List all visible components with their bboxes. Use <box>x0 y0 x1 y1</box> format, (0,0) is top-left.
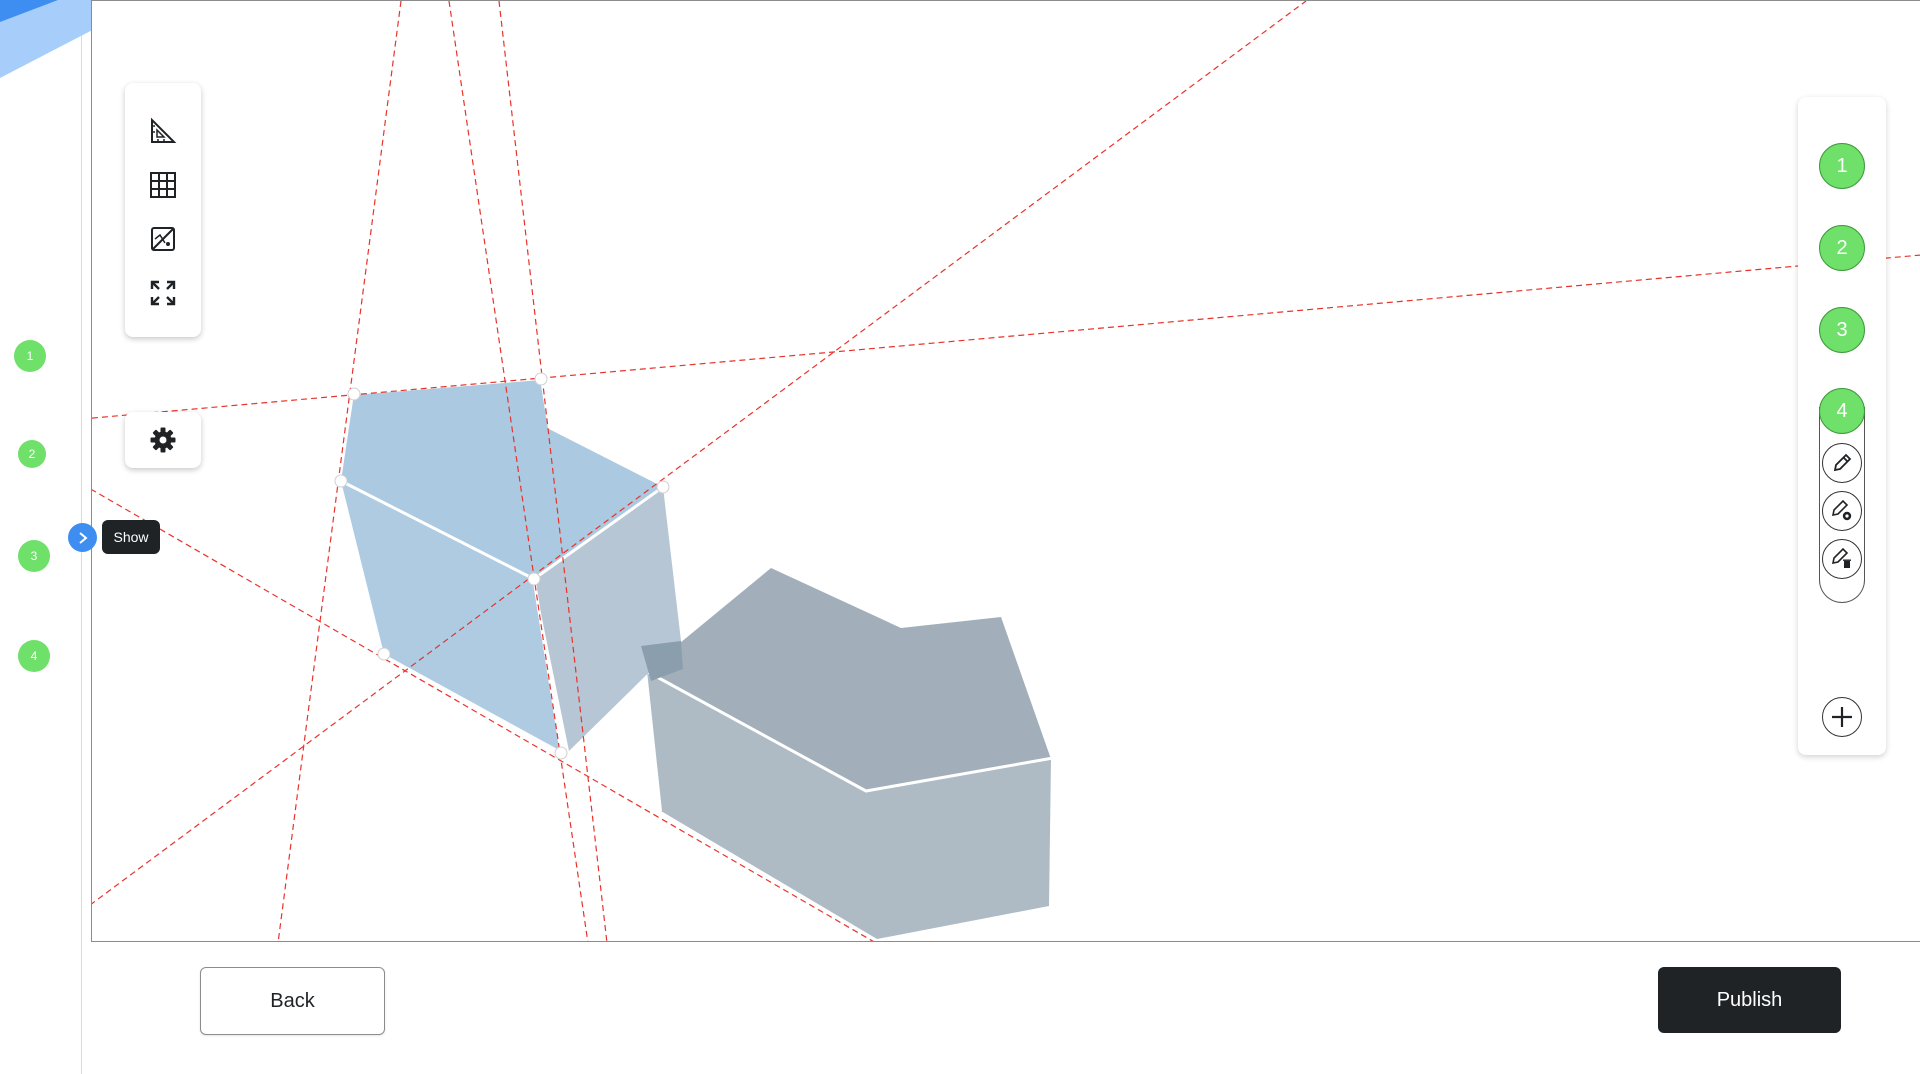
show-panel-button[interactable] <box>68 523 97 552</box>
pencil-settings-icon <box>1831 499 1852 521</box>
step-4-actions <box>1819 407 1865 603</box>
plus-icon <box>1832 707 1852 727</box>
rail-step-1[interactable]: 1 <box>14 340 46 372</box>
step-4-button[interactable]: 4 <box>1819 388 1865 434</box>
back-button[interactable]: Back <box>200 967 385 1035</box>
canvas-toolbox <box>125 83 201 337</box>
rail-step-3[interactable]: 3 <box>18 540 50 572</box>
step-1-button[interactable]: 1 <box>1819 143 1865 189</box>
gear-icon <box>150 427 176 453</box>
grid-icon[interactable] <box>143 165 183 205</box>
blue-block[interactable] <box>340 378 683 752</box>
rail-step-2[interactable]: 2 <box>18 440 46 468</box>
step-2-button[interactable]: 2 <box>1819 225 1865 271</box>
publish-button[interactable]: Publish <box>1658 967 1841 1033</box>
chevron-right-icon <box>78 531 88 544</box>
settings-button[interactable] <box>125 412 201 468</box>
edit-step-button[interactable] <box>1822 443 1862 483</box>
perspective-guides <box>92 1 1920 941</box>
add-step-button[interactable] <box>1822 697 1862 737</box>
canvas-drawing <box>92 1 1920 941</box>
step-settings-button[interactable] <box>1822 491 1862 531</box>
steps-panel: 1 2 3 4 <box>1798 97 1886 755</box>
pencil-icon <box>1833 453 1852 472</box>
rail-step-4[interactable]: 4 <box>18 640 50 672</box>
show-tooltip: Show <box>102 520 160 554</box>
delete-step-button[interactable] <box>1822 539 1862 579</box>
drawing-canvas[interactable] <box>91 0 1920 942</box>
vertex-handles[interactable] <box>334 372 670 760</box>
expand-icon[interactable] <box>143 273 183 313</box>
ruler-triangle-icon[interactable] <box>143 111 183 151</box>
step-3-button[interactable]: 3 <box>1819 307 1865 353</box>
image-compare-icon[interactable] <box>143 219 183 259</box>
pencil-delete-icon <box>1831 547 1851 568</box>
grey-block[interactable] <box>645 568 1054 939</box>
